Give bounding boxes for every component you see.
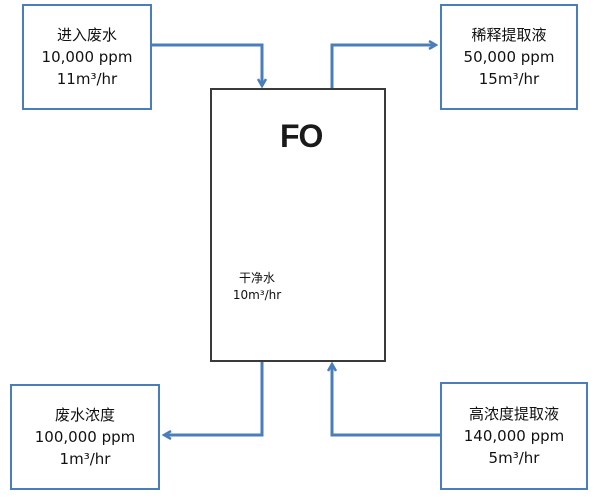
fo-unit (210, 88, 386, 362)
clean-water-name: 干净水 (238, 271, 275, 285)
draw-concentration: 140,000 ppm (463, 427, 565, 445)
clean-water-flow: 10m³/hr (232, 288, 282, 302)
dilute-concentration: 50,000 ppm (463, 48, 555, 66)
dilute-flow: 15m³/hr (478, 70, 540, 88)
concentrate-arrow (164, 362, 264, 435)
concentrate-flow: 1m³/hr (59, 450, 111, 468)
inlet-name: 进入废水 (56, 26, 117, 44)
concentrate-box: 废水浓度 100,000 ppm 1m³/hr (10, 384, 160, 490)
inlet-box: 进入废水 10,000 ppm 11m³/hr (22, 4, 152, 110)
inlet-concentration: 10,000 ppm (41, 48, 133, 66)
fo-title: FO (280, 118, 323, 154)
high-conc-draw-box: 高浓度提取液 140,000 ppm 5m³/hr (440, 382, 588, 490)
inlet-flow: 11m³/hr (56, 70, 118, 88)
concentrate-name: 废水浓度 (54, 406, 115, 424)
inlet-arrow (152, 43, 262, 86)
draw-name: 高浓度提取液 (468, 405, 559, 423)
dilute-arrow (330, 45, 436, 88)
clean-water-label: 干净水 10m³/hr (222, 270, 292, 304)
concentrate-concentration: 100,000 ppm (34, 428, 136, 446)
dilute-draw-box: 稀释提取液 50,000 ppm 15m³/hr (440, 4, 578, 110)
draw-arrow (332, 364, 440, 437)
dilute-name: 稀释提取液 (471, 26, 547, 44)
draw-flow: 5m³/hr (488, 449, 540, 467)
